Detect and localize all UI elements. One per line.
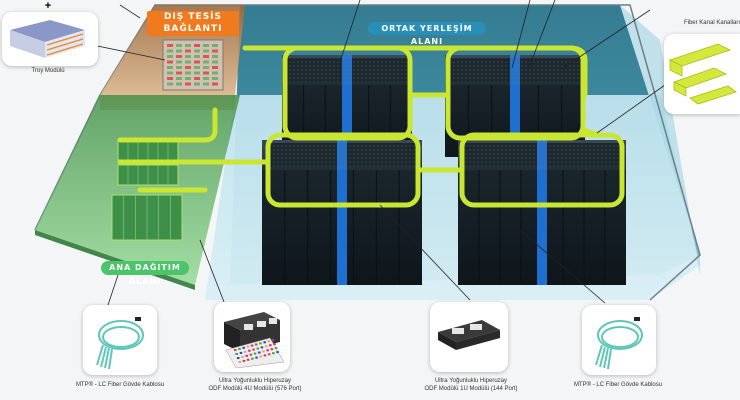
tray-module-card — [2, 12, 98, 66]
distribution-rack — [117, 164, 179, 186]
fiber-channel-image — [668, 43, 737, 105]
distribution-racks — [111, 139, 183, 241]
odf-1u-label: Ultra Yoğunluklu Hiperuzay ODF Modülü 1U… — [424, 378, 518, 392]
rack-block — [458, 140, 626, 285]
mtp-cable-right-label: MTP® - LC Fiber Gövde Kablosu — [573, 382, 663, 388]
mtp-cable-left-label: MTP® - LC Fiber Gövde Kablosu — [75, 382, 165, 388]
rack-block — [262, 140, 422, 285]
fiber-trays — [117, 45, 625, 208]
mtp-cable-right-card — [582, 305, 656, 375]
external-patch-panels — [162, 39, 224, 91]
odf-1u-image — [438, 320, 500, 350]
common-zone-label: ORTAK YERLEŞİM ALANI — [368, 22, 486, 46]
fiber-channel-card — [664, 34, 740, 114]
mtp-cable-right-image — [595, 317, 643, 370]
distribution-rack — [117, 139, 179, 161]
plus-sign: + — [44, 0, 52, 12]
server-racks — [262, 55, 626, 285]
distribution-zone-label: ANA DAĞITIM ALANI — [101, 261, 189, 286]
odf-4u-image — [224, 312, 285, 369]
odf-1u-card — [430, 302, 508, 372]
odf-4u-card — [214, 302, 290, 372]
external-zone-label: DIŞ TESİS BAĞLANTI — [147, 11, 239, 36]
distribution-rack — [111, 194, 183, 241]
mtp-cable-left-image — [96, 317, 144, 370]
mtp-cable-left-card — [83, 305, 157, 375]
fiber-channel-label: Fiber Kanal Kanalları — [683, 20, 740, 26]
tray-module-label: Troy Modülü — [31, 68, 65, 74]
callout-lines — [77, 0, 666, 306]
odf-4u-label: Ultra Yoğunluklu Hiperuzay ODF Modülü 4U… — [208, 378, 302, 392]
tray-module-image — [10, 20, 85, 58]
